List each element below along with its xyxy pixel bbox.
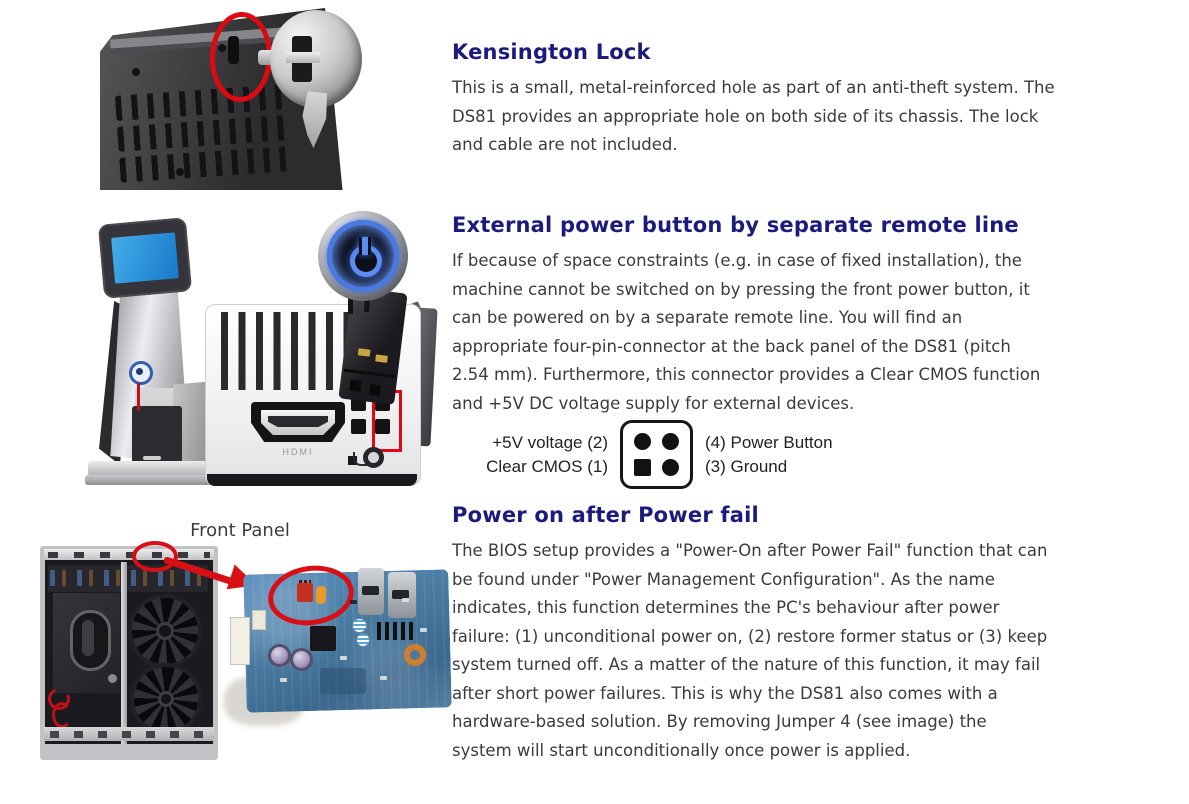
chassis-divider — [121, 562, 127, 744]
clear-cmos-contact — [348, 456, 357, 465]
external-power-heading: External power button by separate remote… — [452, 213, 1019, 237]
smd-component — [340, 656, 347, 660]
screw-hole — [218, 44, 226, 52]
plug-contact — [357, 348, 371, 357]
power-jack — [363, 447, 384, 468]
motherboard-figure — [224, 558, 452, 730]
kensington-paragraph: This is a small, metal-reinforced hole a… — [452, 78, 1055, 154]
device-slot — [143, 456, 161, 460]
pin-header — [377, 622, 417, 640]
lock-pin — [258, 50, 273, 65]
pin-labels-left: +5V voltage (2) Clear CMOS (1) — [452, 431, 608, 479]
kiosk-base — [88, 461, 216, 476]
vent-row — [117, 115, 287, 152]
red-highlight-ellipse-small — [132, 541, 178, 572]
pin-1-square — [634, 459, 651, 476]
cage-cutout-slot — [82, 620, 94, 656]
smd-component — [280, 678, 287, 682]
audio-jack-slot — [362, 586, 379, 595]
top-rail-cutouts — [48, 552, 210, 558]
pin-label-ground: (3) Ground — [705, 456, 788, 476]
hdmi-port-slot — [268, 416, 328, 427]
power-icon-bar — [359, 237, 371, 255]
power-fail-paragraph: The BIOS setup provides a "Power-On afte… — [452, 541, 1048, 760]
front-panel-caption: Front Panel — [190, 520, 290, 541]
pin-3-circle — [662, 459, 679, 476]
cooling-fan-top — [128, 594, 202, 668]
audio-jack-slot — [392, 590, 409, 599]
red-cable — [52, 702, 72, 728]
kensington-heading: Kensington Lock — [452, 40, 651, 64]
smd-component — [350, 600, 357, 604]
chassis-interior-figure — [40, 541, 218, 760]
vent-slots — [114, 84, 289, 191]
smd-component — [402, 598, 409, 602]
white-connector — [230, 617, 250, 665]
pin-2-circle — [634, 433, 651, 450]
plug-socket — [369, 383, 382, 397]
back-panel-figure: HDMI — [205, 287, 438, 494]
kiosk-remote-button-dot — [136, 368, 143, 375]
plug-socket — [349, 379, 362, 392]
hdmi-label: HDMI — [282, 447, 314, 457]
pin-label-power-button: (4) Power Button — [705, 432, 833, 452]
toroid-inductor — [404, 644, 426, 666]
capacitor-striped — [356, 633, 370, 647]
plug-contact — [375, 354, 388, 363]
button-wire — [348, 286, 353, 314]
pin-4-circle — [662, 433, 679, 450]
smd-component — [420, 628, 427, 632]
section-power-fail: Power on after Power fail The BIOS setup… — [452, 503, 1162, 765]
external-power-paragraph: If because of space constraints (e.g. in… — [452, 251, 1041, 413]
audio-jack — [358, 568, 384, 615]
capacitor-purple — [290, 648, 313, 671]
pin-label-clear-cmos: Clear CMOS (1) — [486, 456, 608, 476]
pin-label-5v: +5V voltage (2) — [492, 432, 608, 452]
screw-hole — [132, 68, 140, 76]
pin-diagram: +5V voltage (2) Clear CMOS (1) (4) Power… — [452, 420, 833, 489]
pin-labels-right: (4) Power Button (3) Ground — [705, 431, 833, 479]
pcb-components — [50, 570, 206, 586]
screw-hole — [176, 168, 184, 176]
panel-wire — [353, 452, 368, 466]
component-zone — [320, 668, 366, 694]
smd-component — [380, 676, 387, 680]
back-panel-bottom-edge — [207, 474, 417, 486]
pin-connector-box — [620, 420, 693, 489]
kensington-figure — [100, 8, 445, 192]
white-connector-small — [252, 610, 266, 630]
external-power-button-illustration — [318, 211, 408, 301]
cooling-fan-bottom — [130, 663, 202, 735]
kiosk-screen — [111, 232, 179, 284]
capacitor-purple — [268, 644, 291, 667]
capacitor-striped — [352, 618, 367, 633]
remote-line-marker — [137, 383, 140, 411]
section-external-power: External power button by separate remote… — [452, 213, 1162, 418]
kensington-slot — [228, 36, 239, 64]
ic-chip — [310, 626, 336, 651]
plug-seam — [343, 368, 396, 378]
audio-jack — [388, 572, 416, 618]
jumper-4-pins — [299, 580, 311, 584]
power-fail-heading: Power on after Power fail — [452, 503, 759, 527]
panel-pin — [351, 419, 366, 434]
kiosk-figure — [85, 213, 217, 489]
cage-screw — [108, 674, 117, 683]
panel-pin — [375, 419, 390, 434]
jumper-4 — [297, 583, 313, 602]
lock-t-bar — [286, 52, 320, 63]
vent-row — [119, 146, 289, 183]
bottom-rail-slots — [50, 731, 208, 738]
kiosk-base-plate — [85, 475, 217, 485]
section-kensington: Kensington Lock This is a small, metal-r… — [452, 40, 1162, 160]
